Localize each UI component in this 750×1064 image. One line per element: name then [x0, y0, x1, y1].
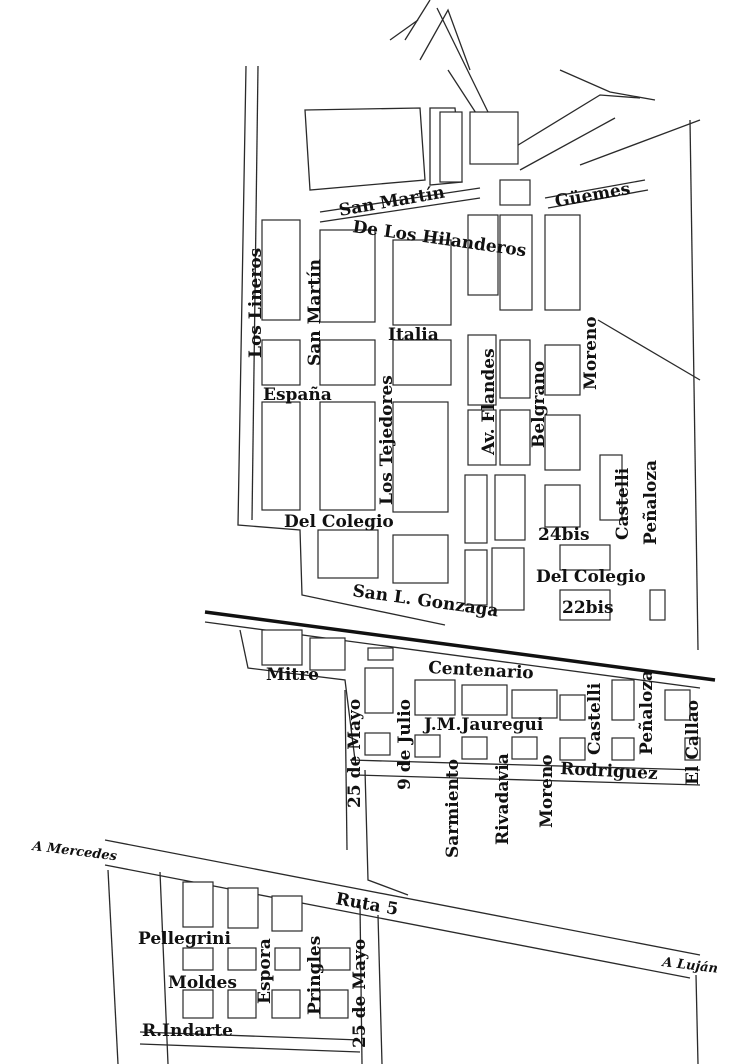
railway-line — [204, 610, 716, 682]
street-label-sarmiento: Sarmiento — [443, 759, 463, 858]
street-label-julio: 9 de Julio — [395, 699, 415, 790]
street-label-san-martin-v: San Martín — [305, 259, 325, 366]
street-label-pellegrini: Pellegrini — [138, 929, 232, 949]
street-label-lineros: Los Lineros — [246, 248, 266, 358]
street-label-moreno-top: Moreno — [581, 316, 601, 390]
street-label-belgrano: Belgrano — [529, 361, 549, 448]
street-label-mitre: Mitre — [266, 665, 319, 685]
city-blocks — [182, 111, 701, 1019]
street-label-callao: El Callao — [683, 700, 703, 785]
street-label-italia: Italia — [388, 325, 439, 345]
street-label-jauregui: J.M.Jauregui — [422, 715, 544, 735]
street-label-colegio-1: Del Colegio — [284, 512, 394, 532]
street-label-24bis: 24bis — [538, 525, 590, 545]
street-label-espana: España — [263, 385, 332, 405]
street-label-moldes: Moldes — [168, 973, 237, 993]
street-label-pringles: Pringles — [305, 936, 325, 1015]
street-label-castelli-bot: Castelli — [585, 682, 605, 755]
street-label-rivadavia: Rivadavia — [493, 753, 513, 845]
street-label-san-martin-top: San Martín — [337, 183, 446, 221]
street-label-castelli-top: Castelli — [613, 467, 633, 540]
street-label-indarte: R.Indarte — [142, 1021, 233, 1041]
street-label-moreno-bot: Moreno — [537, 754, 557, 828]
street-label-penaloza-top: Peñaloza — [641, 460, 661, 545]
street-label-tejedores: Los Tejedores — [377, 375, 397, 505]
street-label-lujan: A Luján — [660, 955, 719, 977]
street-label-colegio-2: Del Colegio — [536, 567, 646, 587]
street-label-flandes: Av. Flandes — [479, 348, 499, 456]
street-label-guemes: Güemes — [553, 179, 631, 212]
street-label-mayo-mid: 25 de Mayo — [345, 699, 365, 808]
street-label-espora: Espora — [255, 938, 275, 1004]
street-label-mayo-bot: 25 de Mayo — [350, 939, 370, 1048]
street-label-rodriguez: Rodriguez — [560, 759, 659, 784]
street-label-penaloza-bot: Peñaloza — [637, 670, 657, 755]
street-label-22bis: 22bis — [562, 598, 614, 618]
street-label-mercedes: A Mercedes — [30, 839, 119, 865]
